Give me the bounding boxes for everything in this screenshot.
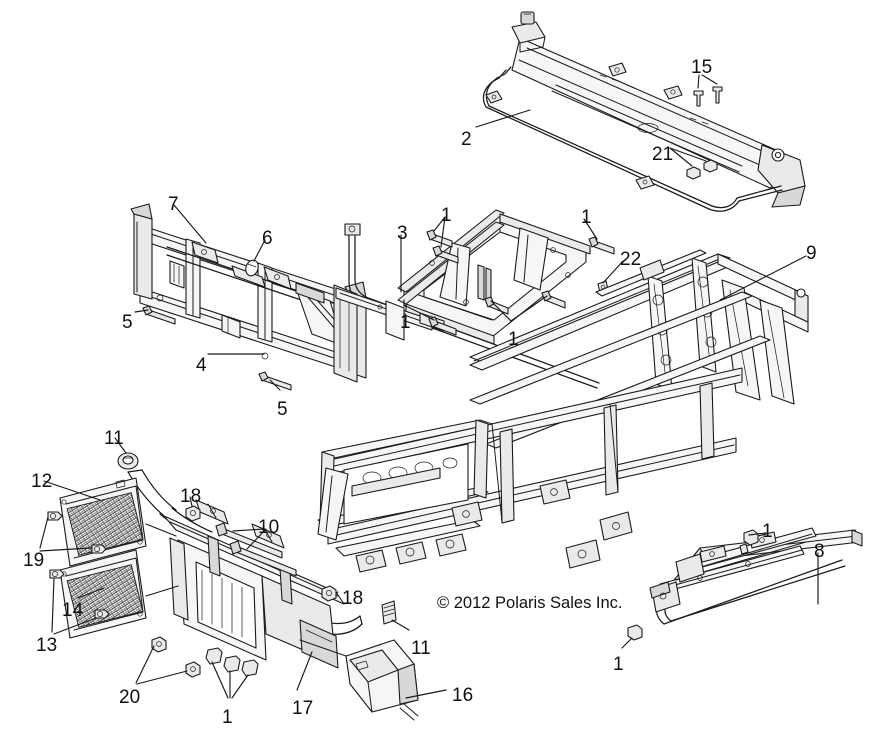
hardware-19-rivets <box>47 511 107 554</box>
callout-9: 9 <box>806 243 817 264</box>
callout-15: 15 <box>691 57 713 78</box>
callout-12: 12 <box>31 471 53 492</box>
hardware-20-nuts <box>151 636 201 678</box>
callout-13: 13 <box>36 635 58 656</box>
part-4-seat-frame-weldment <box>130 203 367 391</box>
callout-20: 20 <box>119 687 141 708</box>
callout-19: 19 <box>23 550 45 571</box>
callout-18-b: 18 <box>342 588 364 609</box>
callout-1-b: 1 <box>581 207 592 228</box>
callout-6: 6 <box>262 228 273 249</box>
copyright-notice: © 2012 Polaris Sales Inc. <box>437 594 623 612</box>
callout-1-e: 1 <box>762 521 773 542</box>
callout-3: 3 <box>397 223 408 244</box>
callout-14: 14 <box>62 600 84 621</box>
callout-17: 17 <box>292 698 314 719</box>
callout-22: 22 <box>620 249 642 270</box>
part-9-main-chassis-frame <box>317 249 809 573</box>
callout-1-c: 1 <box>400 312 411 333</box>
callout-11-b: 11 <box>411 638 431 659</box>
hardware-1-center <box>426 229 615 336</box>
hardware-15-bolts <box>693 86 723 107</box>
callout-21: 21 <box>652 144 674 165</box>
callout-18-a: 18 <box>180 486 202 507</box>
callout-5-a: 5 <box>122 312 133 333</box>
callout-8: 8 <box>814 541 825 562</box>
part-16-skid-plate <box>345 639 419 721</box>
callout-5-b: 5 <box>277 399 288 420</box>
part-12-upper-grille <box>59 477 147 567</box>
hardware-1-rear <box>627 529 759 641</box>
hardware-18-nuts <box>185 505 337 602</box>
callout-4: 4 <box>196 355 207 376</box>
hardware-13-rivets <box>49 569 110 619</box>
callout-1-a: 1 <box>441 205 452 226</box>
callout-1-f: 1 <box>613 654 624 675</box>
callout-7: 7 <box>168 194 179 215</box>
hardware-1-bumper <box>205 647 259 677</box>
callout-16: 16 <box>452 685 474 706</box>
part-8-rear-bumper-rail <box>649 527 863 625</box>
part-14-lower-grille <box>59 549 147 639</box>
callout-1-g: 1 <box>222 707 233 728</box>
callout-2: 2 <box>461 129 472 150</box>
part-2-cargo-box-rail-frame <box>482 11 806 212</box>
callout-10: 10 <box>258 517 280 538</box>
callout-11-a: 11 <box>104 428 124 449</box>
floor-subframe <box>335 209 591 345</box>
hardware-21-nuts <box>686 159 718 180</box>
leader-lines <box>39 74 819 699</box>
callout-1-d: 1 <box>508 329 519 350</box>
part-11-grommets <box>117 452 397 625</box>
